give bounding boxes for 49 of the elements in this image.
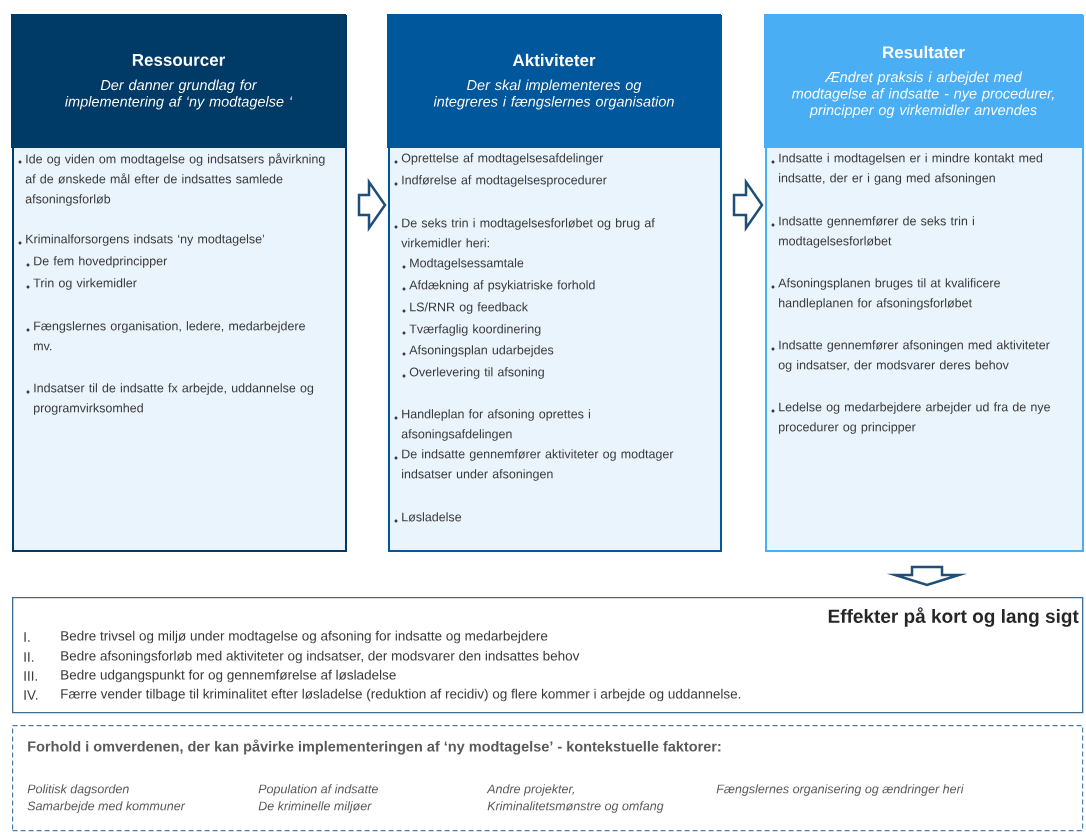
- effect-item: Bedre afsoningsforløb med aktiviteter og indsatser, der modsvarer den indsattes behov: [61, 650, 580, 664]
- bullet-item: De fem hovedprincipper: [34, 256, 168, 268]
- factor-item: Samarbejde med kommuner: [27, 801, 186, 813]
- bullet-item: Kriminalforsorgens indsats ‘ny modtagelse’: [26, 234, 265, 246]
- factor-item: Population af indsatte: [258, 784, 378, 796]
- heading: Resultater: [883, 45, 965, 59]
- block-arrow: [886, 565, 968, 587]
- subtitle: Der danner grundlag for implementering af ‘ny modtagelse ‘: [65, 79, 293, 110]
- bullet-item: Afsoningsplan udarbejdes: [409, 345, 554, 357]
- bullet-item: Handleplan for afsoning oprettes i afsoningsafdelingen: [401, 409, 590, 441]
- bullet-item: De seks trin i modtagelsesforløbet og brug af virkemidler heri:: [401, 218, 655, 248]
- factor-item: De kriminelle miljøer: [258, 801, 372, 813]
- effect-item: Bedre udgangspunkt for og gennemførelse af løsladelse: [61, 669, 396, 683]
- bullet-item: Afdækning af psykiatriske forhold: [409, 280, 595, 292]
- bullet-item: Fængslernes organisation, ledere, medarbejdere mv.: [34, 321, 305, 351]
- effect-item: Bedre trivsel og miljø under modtagelse og afsoning for indsatte og medarbejdere: [61, 630, 548, 644]
- bullet-item: Tværfaglig koordinering: [409, 324, 541, 336]
- block-arrow: [357, 178, 387, 232]
- factor-item: Fængslernes organisering og ændringer heri: [716, 784, 964, 796]
- bullet-item: LS/RNR og feedback: [410, 302, 528, 314]
- heading: Aktiviteter: [512, 53, 596, 67]
- bullet-item: Indsatte gennemfører de seks trin i modtagelsesforløbet: [779, 216, 974, 248]
- bullet-item: Ide og viden om modtagelse og indsatsers påvirkning af de ønskede mål efter de indsattes samlede afsoningsforløb: [25, 153, 325, 206]
- bullet-item: Ledelse og medarbejdere arbejder ud fra de nye procedurer og principper: [779, 402, 1050, 434]
- heading: Ressourcer: [132, 54, 225, 66]
- factor-item: Kriminalitetsmønstre og omfang: [487, 801, 664, 813]
- effect-item: Færre vender tilbage til kriminalitet efter løsladelse (reduktion af recidiv) og flere kommer i arbejde og uddannelse.: [61, 688, 741, 702]
- bullet-item: Oprettelse af modtagelsesafdelinger: [401, 153, 604, 165]
- subtitle: Ændret praksis i arbejdet med modtagelse af indsatte - nye procedurer, principper og virkemidler anvendes: [791, 71, 1054, 119]
- heading: Effekter på kort og lang sigt: [828, 607, 1079, 627]
- bullet-item: Indsatte i modtagelsen er i mindre kontakt med indsatte, der er i gang med afsoningen: [779, 153, 1043, 185]
- bullet-item: Modtagelsessamtale: [410, 258, 524, 270]
- bullet-item: De indsatte gennemfører aktiviteter og modtager indsatser under afsoningen: [402, 449, 674, 481]
- bullet-item: Afsoningsplanen bruges til at kvalificere handleplanen for afsoningsforløbet: [778, 278, 1000, 310]
- item-number: IV.: [24, 690, 38, 700]
- bullet-item: Løsladelse: [402, 512, 462, 522]
- bullet-item: Indførelse af modtagelsesprocedurer: [402, 175, 607, 187]
- heading: Forhold i omverdenen, der kan påvirke implementeringen af ‘ny modtagelse’ - kontekstuelle faktorer:: [28, 739, 721, 755]
- bullet-item: Overlevering til afsoning: [409, 367, 544, 379]
- factor-item: Andre projekter,: [486, 784, 574, 796]
- factor-item: Politisk dagsorden: [27, 784, 129, 796]
- subtitle: Der skal implementeres og integreres i fængslernes organisation: [433, 79, 674, 110]
- bullet-item: Trin og virkemidler: [33, 278, 137, 290]
- item-number: III.: [24, 671, 37, 681]
- block-arrow: [732, 178, 764, 232]
- bullet-item: Indsatser til de indsatte fx arbejde, uddannelse og programvirksomhed: [34, 383, 314, 415]
- bullet-item: Indsatte gennemfører afsoningen med aktiviteter og indsatser, der modsvarer deres behov: [778, 340, 1050, 372]
- item-number: I.: [24, 632, 30, 642]
- item-number: II.: [24, 652, 34, 662]
